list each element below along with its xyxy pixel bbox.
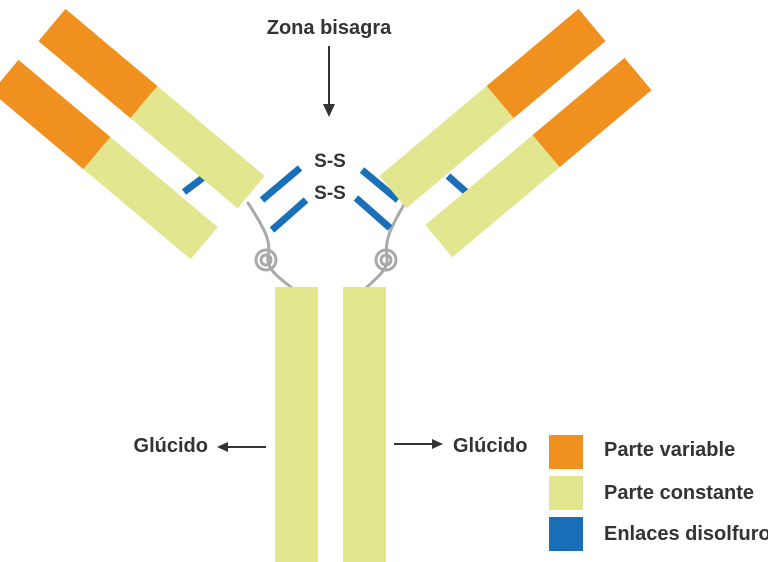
stem-chain-right [343, 287, 386, 562]
left-arm-inner-chain [38, 8, 265, 209]
disulfide-bonds-hinge [181, 165, 469, 233]
right-outer-variable [532, 57, 652, 168]
legend-item-constant: Parte constante [549, 476, 754, 510]
left-outer-variable [0, 59, 111, 170]
legend-swatch-constant [549, 476, 583, 510]
glucido-label-left: Glúcido [134, 435, 208, 457]
legend-label-disulfide: Enlaces disolfuro [604, 523, 768, 545]
right-arm-inner-chain [379, 8, 606, 209]
hinge-coil-right [374, 248, 398, 272]
disulfide-bond-left-lower [269, 197, 309, 233]
glucido-arrow-left-head [217, 442, 228, 452]
right-inner-variable [486, 8, 606, 119]
left-inner-constant [130, 86, 265, 209]
disulfide-bond-right-arm [445, 173, 469, 195]
stem-chain-left [275, 287, 318, 562]
legend-swatch-disulfide [549, 517, 583, 551]
left-arm-outer-chain [0, 59, 218, 260]
legend-label-constant: Parte constante [604, 482, 754, 504]
hinge-arrow-head [323, 104, 335, 117]
disulfide-bond-right-upper [359, 167, 401, 203]
glucido-arrow-right-head [432, 439, 443, 449]
right-arm-outer-chain [425, 57, 652, 258]
disulfide-bond-left-upper [259, 165, 303, 203]
left-outer-constant [83, 137, 218, 260]
legend-label-variable: Parte variable [604, 439, 735, 461]
legend-item-disulfide: Enlaces disolfuro [549, 517, 768, 551]
disulfide-label-top: S-S [314, 151, 346, 172]
hinge-coil-left [254, 248, 278, 272]
legend-item-variable: Parte variable [549, 435, 735, 469]
glucido-label-right: Glúcido [453, 435, 527, 457]
legend-swatch-variable [549, 435, 583, 469]
hinge-label: Zona bisagra [267, 17, 392, 39]
right-inner-constant [379, 86, 514, 209]
hinge-region [246, 201, 407, 290]
disulfide-bond-left-arm [181, 174, 207, 195]
right-outer-constant [425, 135, 560, 258]
legend: Parte variable Parte constante Enlaces d… [549, 435, 768, 551]
left-inner-variable [38, 8, 158, 119]
disulfide-bond-right-lower [353, 195, 393, 231]
disulfide-label-bottom: S-S [314, 183, 346, 204]
